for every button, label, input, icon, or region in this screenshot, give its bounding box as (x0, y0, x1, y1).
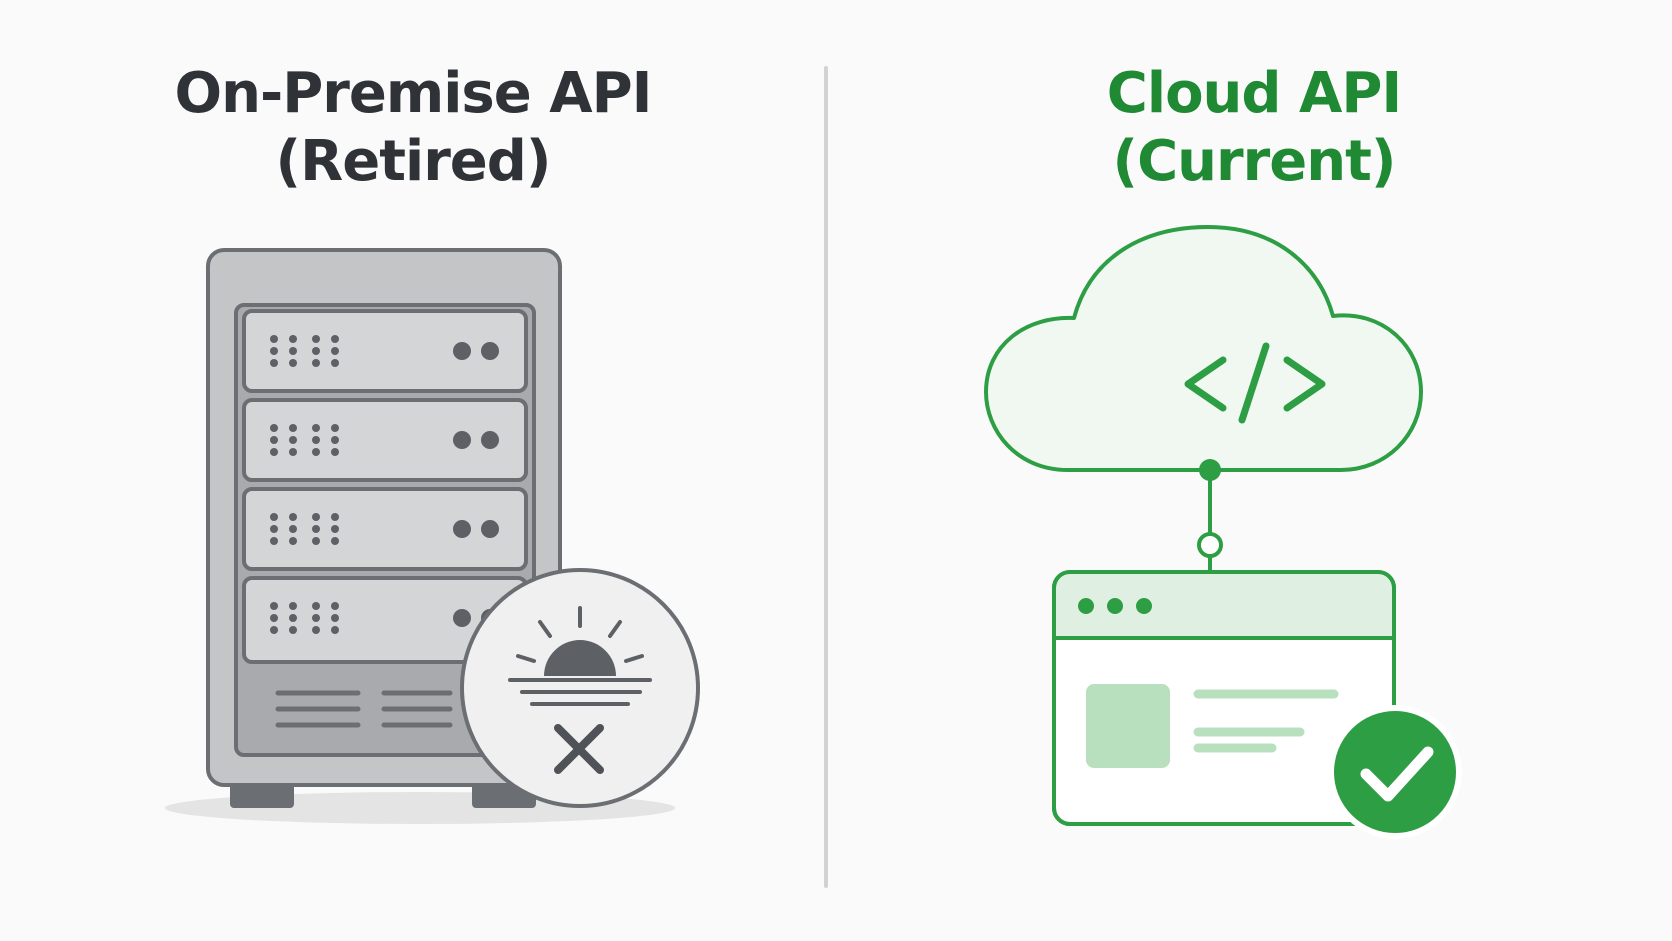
drive-grille-dot (312, 614, 320, 622)
drive-status-led (481, 431, 499, 449)
drive-grille-dot (331, 525, 339, 533)
cloud-connector (1197, 459, 1223, 572)
code-brackets-icon (1184, 342, 1326, 424)
checkmark-icon (1360, 746, 1434, 802)
vent-grille (275, 690, 453, 728)
drive-status-led (481, 520, 499, 538)
drive-grille-dot (289, 602, 297, 610)
retired-badge (460, 568, 700, 808)
on-premise-title-line2: (Retired) (275, 129, 552, 194)
drive-grille-dot (289, 448, 297, 456)
drive-grille-dot (312, 347, 320, 355)
drive-grille-dot (270, 525, 278, 533)
drive-grille-dot (270, 359, 278, 367)
drive-grille-dot (331, 335, 339, 343)
drive-grille-dot (270, 602, 278, 610)
drive-status-led (453, 609, 471, 627)
drive-grille-dot (312, 424, 320, 432)
cloud-panel: Cloud API (Current) (836, 0, 1672, 941)
drive-grille-dot (270, 424, 278, 432)
drive-grille-dot (270, 513, 278, 521)
sunset-icon (508, 606, 652, 706)
drive-grille-dot (289, 614, 297, 622)
drive-grille-dot (312, 626, 320, 634)
drive-status-led (481, 342, 499, 360)
drive-grille-dot (270, 537, 278, 545)
drive-grille-dot (289, 626, 297, 634)
drive-grille-dot (289, 537, 297, 545)
window-dots (1078, 598, 1152, 614)
drive-grille-dot (331, 513, 339, 521)
drive-grille-dot (270, 436, 278, 444)
drive-grille-dot (289, 424, 297, 432)
drive-grille-dot (312, 359, 320, 367)
cloud-illustration (984, 225, 1462, 839)
drive-grille-dot (331, 602, 339, 610)
drive-status-led (453, 431, 471, 449)
on-premise-title-line1: On-Premise API (174, 61, 653, 126)
cloud-title-line1: Cloud API (1106, 61, 1402, 126)
drive-grille-dot (331, 359, 339, 367)
on-premise-title: On-Premise API (Retired) (0, 60, 831, 196)
center-divider (824, 66, 828, 888)
drive-grille-dot (312, 525, 320, 533)
drive-grille-dot (331, 537, 339, 545)
drive-status-led (453, 520, 471, 538)
content-image-placeholder (1086, 684, 1170, 768)
drive-status-led (453, 342, 471, 360)
drive-grille-dot (312, 448, 320, 456)
drive-grille-dot (312, 513, 320, 521)
content-text-lines (1193, 689, 1339, 753)
drive-1 (242, 309, 528, 393)
drive-grille-dot (312, 537, 320, 545)
on-premise-illustration (165, 248, 700, 824)
drive-grille-dot (270, 347, 278, 355)
drive-grille-dot (331, 424, 339, 432)
cloud-title-line2: (Current) (1112, 129, 1396, 194)
drive-grille-dot (270, 448, 278, 456)
drive-grille-dot (270, 626, 278, 634)
drive-grille-dot (289, 525, 297, 533)
drive-grille-dot (331, 614, 339, 622)
drive-grille-dot (331, 626, 339, 634)
browser-window-icon (1052, 570, 1396, 826)
drive-grille-dot (289, 335, 297, 343)
drive-grille-dot (331, 436, 339, 444)
cloud-title: Cloud API (Current) (836, 60, 1672, 196)
drive-grille-dot (289, 359, 297, 367)
drive-grille-dot (289, 513, 297, 521)
drive-grille-dot (270, 335, 278, 343)
drive-grille-dot (331, 448, 339, 456)
drive-grille-dot (270, 614, 278, 622)
success-badge (1328, 705, 1462, 839)
drive-2 (242, 398, 528, 482)
x-mark-icon (554, 724, 604, 774)
on-premise-panel: On-Premise API (Retired) (0, 60, 831, 824)
drive-grille-dot (312, 602, 320, 610)
drive-grille-dot (312, 436, 320, 444)
drive-grille-dot (289, 347, 297, 355)
drive-3 (242, 487, 528, 571)
drive-grille-dot (289, 436, 297, 444)
drive-grille-dot (312, 335, 320, 343)
drive-grille-dot (331, 347, 339, 355)
cloud-icon (984, 225, 1423, 472)
